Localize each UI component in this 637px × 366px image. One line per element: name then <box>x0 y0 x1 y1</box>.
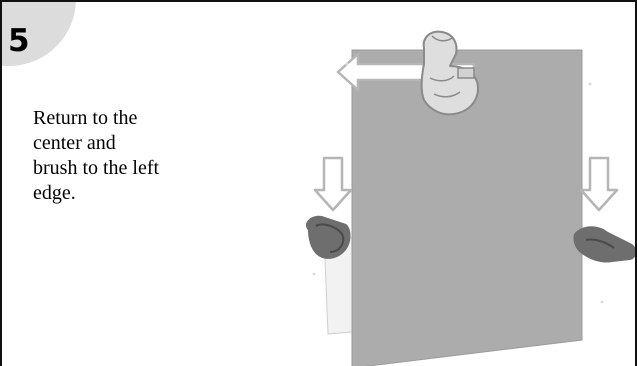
hand-icon <box>422 32 478 115</box>
right-hand-icon <box>573 226 636 262</box>
arrow-down-icon <box>315 158 351 210</box>
arrow-down-icon <box>581 158 617 210</box>
